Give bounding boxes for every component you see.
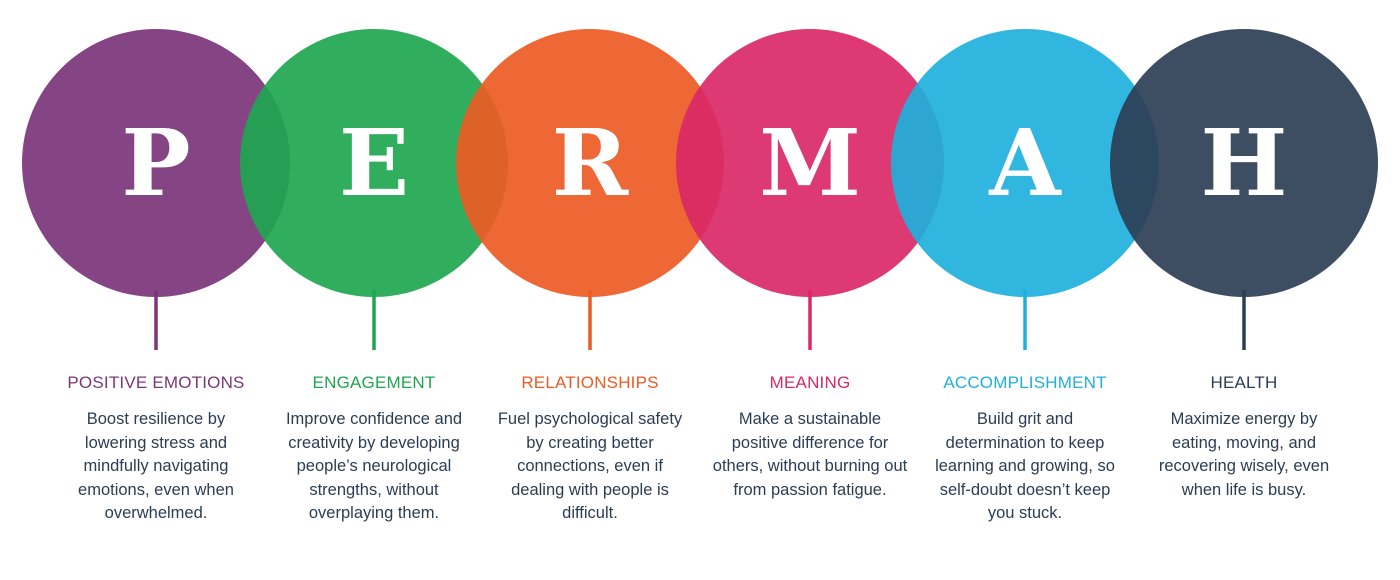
pillar-relationships: RELATIONSHIPS Fuel psychological safety … (490, 372, 690, 526)
pillar-engagement: ENGAGEMENT Improve confidence and creati… (274, 372, 474, 526)
pillar-title: ACCOMPLISHMENT (943, 373, 1107, 392)
pillar-title: ENGAGEMENT (312, 373, 436, 392)
pillar-title: HEALTH (1210, 373, 1278, 392)
circle-accomplishment (891, 29, 1159, 297)
circle-health (1110, 29, 1378, 297)
letter-p: P (121, 109, 190, 217)
pillar-accomplishment: ACCOMPLISHMENT Build grit and determinat… (925, 372, 1125, 526)
pillar-description: Fuel psychological safety by creating be… (497, 410, 683, 522)
circle-relationships (456, 29, 724, 297)
pillar-meaning: MEANING Make a sustainable positive diff… (710, 372, 910, 502)
pillar-positive-emotions: POSITIVE EMOTIONS Boost resilience by lo… (56, 372, 256, 526)
pillar-title: MEANING (769, 373, 851, 392)
pillar-description: Maximize energy by eating, moving, and r… (1158, 410, 1330, 499)
letter-a: A (988, 109, 1062, 217)
circle-meaning (676, 29, 944, 297)
stem-layer (154, 290, 1246, 350)
letter-e: E (339, 109, 409, 217)
circle-layer (22, 29, 1378, 297)
letter-r: R (552, 109, 629, 217)
circle-positive-emotions (22, 29, 290, 297)
pillar-description: Improve confidence and creativity by dev… (285, 410, 463, 522)
pillar-health: HEALTH Maximize energy by eating, moving… (1144, 372, 1344, 502)
pillar-title: RELATIONSHIPS (521, 373, 659, 392)
pillar-title: POSITIVE EMOTIONS (67, 373, 245, 392)
letter-h: H (1201, 109, 1288, 217)
pillar-description: Boost resilience by lowering stress and … (78, 410, 234, 522)
circle-engagement (240, 29, 508, 297)
pillar-description: Build grit and determination to keep lea… (935, 410, 1115, 522)
letter-m: M (759, 109, 861, 217)
pillar-description: Make a sustainable positive difference f… (712, 410, 908, 499)
